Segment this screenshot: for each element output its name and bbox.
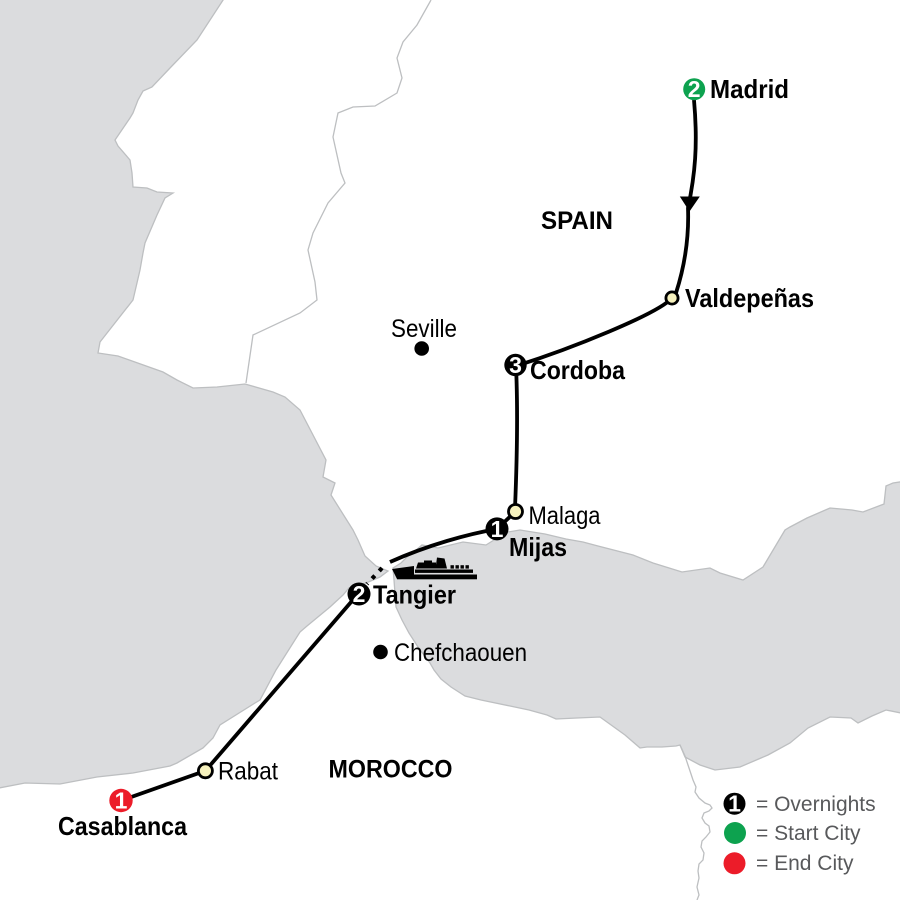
svg-text:Casablanca: Casablanca	[58, 811, 187, 841]
svg-text:3: 3	[509, 352, 522, 378]
svg-text:Madrid: Madrid	[710, 74, 789, 104]
svg-text:1: 1	[728, 791, 741, 817]
svg-text:Malaga: Malaga	[529, 502, 601, 530]
svg-text:= End City: = End City	[756, 852, 854, 875]
svg-text:Valdepeñas: Valdepeñas	[685, 283, 814, 313]
svg-text:Tangier: Tangier	[373, 580, 456, 610]
svg-text:1: 1	[115, 788, 128, 814]
svg-text:Cordoba: Cordoba	[530, 355, 625, 385]
svg-text:2: 2	[353, 581, 366, 607]
svg-text:Seville: Seville	[391, 315, 457, 343]
svg-text:Rabat: Rabat	[218, 757, 278, 785]
svg-text:SPAIN: SPAIN	[541, 207, 613, 235]
svg-text:= Overnights: = Overnights	[756, 793, 876, 816]
svg-text:= Start City: = Start City	[756, 822, 861, 845]
svg-text:1: 1	[491, 516, 504, 542]
svg-text:Mijas: Mijas	[509, 532, 567, 562]
svg-text:2: 2	[688, 76, 701, 102]
svg-text:MOROCCO: MOROCCO	[329, 756, 453, 784]
svg-text:Chefchaouen: Chefchaouen	[394, 639, 527, 667]
